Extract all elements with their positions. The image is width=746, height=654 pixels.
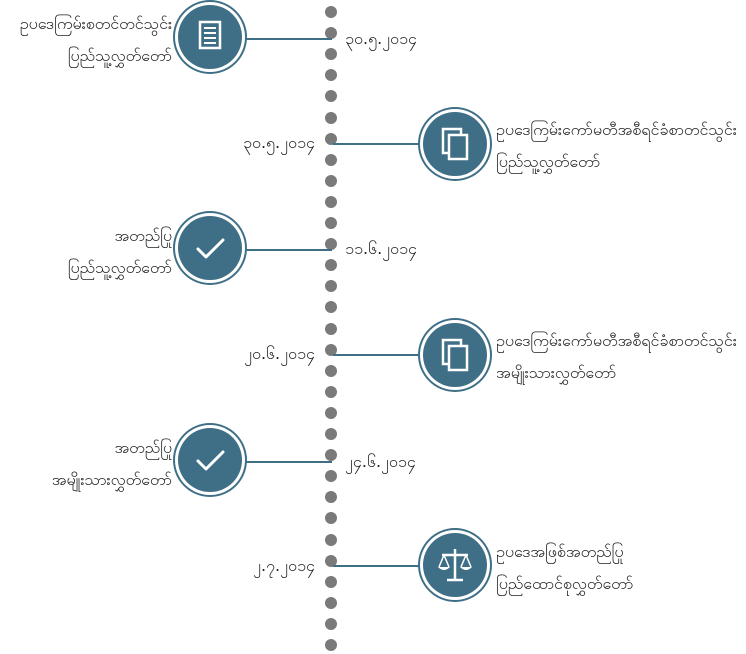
timeline-dot — [325, 449, 337, 461]
timeline-dot — [325, 196, 337, 208]
event-1-date: ၃၀.၅.၂၀၁၄ — [345, 29, 418, 48]
timeline-dot — [325, 301, 337, 313]
timeline-dot — [325, 618, 337, 630]
event-4-date: ၂၀.၆.၂၀၁၄ — [244, 344, 315, 363]
timeline-dot — [325, 280, 337, 292]
timeline-dot — [325, 386, 337, 398]
event-2-chamber: ပြည်သူ့လွှတ်တော် — [496, 152, 601, 171]
timeline-dot — [325, 639, 337, 651]
timeline-dot — [325, 597, 337, 609]
timeline-dot — [325, 344, 337, 356]
timeline-dot — [325, 238, 337, 250]
timeline-dot — [325, 534, 337, 546]
event-3-title: အတည်ပြု — [114, 226, 172, 245]
connector-line — [333, 143, 425, 145]
scales-icon — [423, 533, 487, 597]
timeline-dot — [325, 27, 337, 39]
pages-icon — [423, 323, 487, 387]
timeline-dot — [325, 90, 337, 102]
event-6-title: ဥပဒေအဖြစ်အတည်ပြု — [496, 542, 624, 561]
timeline-dot — [325, 323, 337, 335]
timeline-dot — [325, 512, 337, 524]
connector-line — [244, 461, 332, 463]
timeline-dot — [325, 217, 337, 229]
event-2-date: ၃၀.၅.၂၀၁၄ — [242, 133, 315, 152]
connector-line — [333, 565, 425, 567]
event-1-title: ဥပဒေကြမ်းစတင်တင်သွင်း — [19, 14, 172, 33]
timeline-dot — [325, 154, 337, 166]
timeline-dot — [325, 407, 337, 419]
event-1-chamber: ပြည်သူ့လွှတ်တော် — [67, 46, 172, 65]
timeline-dot — [325, 576, 337, 588]
event-6-chamber: ပြည်ထောင်စုလွှတ်တော် — [496, 574, 634, 593]
timeline-dot — [325, 6, 337, 18]
event-4-title: ဥပဒေကြမ်းကော်မတီအစီရင်ခံစာတင်သွင်း — [496, 331, 737, 350]
event-2-title: ဥပဒေကြမ်းကော်မတီအစီရင်ခံစာတင်သွင်း — [496, 120, 737, 139]
timeline-dot — [325, 365, 337, 377]
event-5-title: အတည်ပြု — [114, 438, 172, 457]
timeline-dot — [325, 428, 337, 440]
event-6-date: ၂.၇.၂၀၁၄ — [253, 556, 315, 575]
connector-line — [244, 249, 332, 251]
timeline-dot — [325, 259, 337, 271]
document-icon — [178, 5, 242, 69]
connector-line — [244, 38, 332, 40]
checkmark-icon — [178, 428, 242, 492]
event-3-date: ၁၁.၆.၂၀၁၄ — [345, 239, 418, 258]
timeline-dot — [325, 491, 337, 503]
timeline-dot — [325, 112, 337, 124]
event-4-chamber: အမျိုးသားလွှတ်တော် — [496, 363, 617, 382]
pages-icon — [423, 112, 487, 176]
timeline-dot — [325, 175, 337, 187]
timeline-dot — [325, 555, 337, 567]
timeline-dot — [325, 69, 337, 81]
timeline-dot — [325, 133, 337, 145]
checkmark-icon — [178, 216, 242, 280]
timeline-dot — [325, 470, 337, 482]
event-5-chamber: အမျိုးသားလွှတ်တော် — [51, 470, 172, 489]
event-5-date: ၂၄.၆.၂၀၁၄ — [345, 452, 416, 471]
event-3-chamber: ပြည်သူ့လွှတ်တော် — [67, 258, 172, 277]
connector-line — [333, 354, 425, 356]
timeline-dot — [325, 48, 337, 60]
